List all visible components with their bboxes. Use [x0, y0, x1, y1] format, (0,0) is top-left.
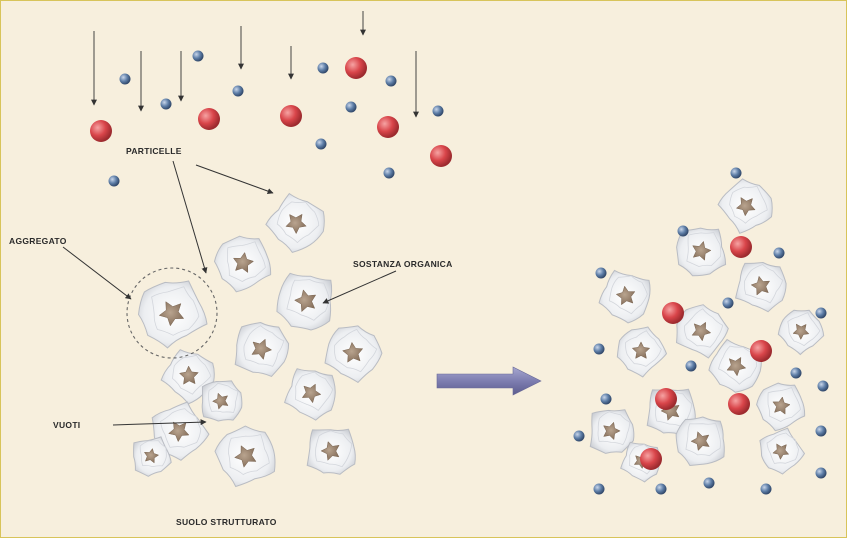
falling-arrows: [94, 11, 416, 117]
soil-aggregate: [307, 429, 355, 474]
soil-aggregate: [277, 273, 332, 330]
soil-aggregate: [215, 236, 271, 292]
small-particle: [574, 431, 585, 442]
large-particle: [430, 145, 452, 167]
small-particle: [596, 268, 607, 279]
right-arrow-icon: [437, 367, 541, 395]
soil-aggregate: [325, 326, 382, 383]
soil-aggregate: [757, 383, 805, 431]
large-particle: [198, 108, 220, 130]
small-particle: [686, 361, 697, 372]
aggregate-label: AGGREGATO: [9, 236, 67, 246]
small-particle: [723, 298, 734, 309]
soil-aggregate: [778, 310, 823, 354]
structured-soil-label: SUOLO STRUTTURATO: [176, 517, 277, 527]
small-particle: [193, 51, 204, 62]
particles-label: PARTICELLE: [126, 146, 182, 156]
small-particle: [816, 468, 827, 479]
large-particle: [90, 120, 112, 142]
soil-aggregate: [676, 417, 724, 466]
large-particle: [730, 236, 752, 258]
large-particle: [728, 393, 750, 415]
organic-matter-label: SOSTANZA ORGANICA: [353, 259, 453, 269]
structured-soil-aggregates: [134, 194, 382, 487]
aggregate-leader: [63, 247, 131, 299]
large-particle: [662, 302, 684, 324]
small-particle: [161, 99, 172, 110]
small-particle: [594, 484, 605, 495]
small-particle: [704, 478, 715, 489]
small-particle: [316, 139, 327, 150]
small-particle: [816, 308, 827, 319]
soil-aggregate: [617, 327, 666, 377]
small-particle: [818, 381, 829, 392]
voids-label: VUOTI: [53, 420, 80, 430]
small-particle: [774, 248, 785, 259]
small-particle: [761, 484, 772, 495]
small-particle: [433, 106, 444, 117]
soil-aggregate: [202, 381, 242, 421]
small-particle: [384, 168, 395, 179]
particles-leader-2: [173, 161, 206, 273]
small-particle: [386, 76, 397, 87]
small-particle: [346, 102, 357, 113]
soil-aggregate: [285, 369, 336, 420]
small-particle: [678, 226, 689, 237]
soil-aggregate: [235, 323, 288, 377]
large-particle: [377, 116, 399, 138]
soil-aggregate: [718, 179, 772, 233]
small-particle: [791, 368, 802, 379]
soil-aggregate: [736, 263, 787, 312]
small-particle: [601, 394, 612, 405]
small-particle: [656, 484, 667, 495]
compacted-soil-aggregates: [590, 179, 823, 482]
small-particle: [233, 86, 244, 97]
small-particle: [816, 426, 827, 437]
large-particle: [345, 57, 367, 79]
small-particle: [120, 74, 131, 85]
small-particle: [594, 344, 605, 355]
small-particle: [109, 176, 120, 187]
organic-matter-leader: [323, 271, 396, 303]
soil-aggregate: [215, 426, 275, 486]
soil-aggregate: [139, 281, 208, 348]
large-particle: [280, 105, 302, 127]
large-particle: [640, 448, 662, 470]
small-particle: [731, 168, 742, 179]
small-particle: [318, 63, 329, 74]
soil-aggregate: [266, 194, 324, 253]
soil-aggregate: [760, 428, 805, 474]
soil-aggregate: [590, 410, 634, 454]
falling-particles: [90, 51, 452, 187]
particles-leader-1: [196, 165, 273, 193]
large-particle: [750, 340, 772, 362]
large-particle: [655, 388, 677, 410]
soil-aggregate: [599, 270, 650, 323]
